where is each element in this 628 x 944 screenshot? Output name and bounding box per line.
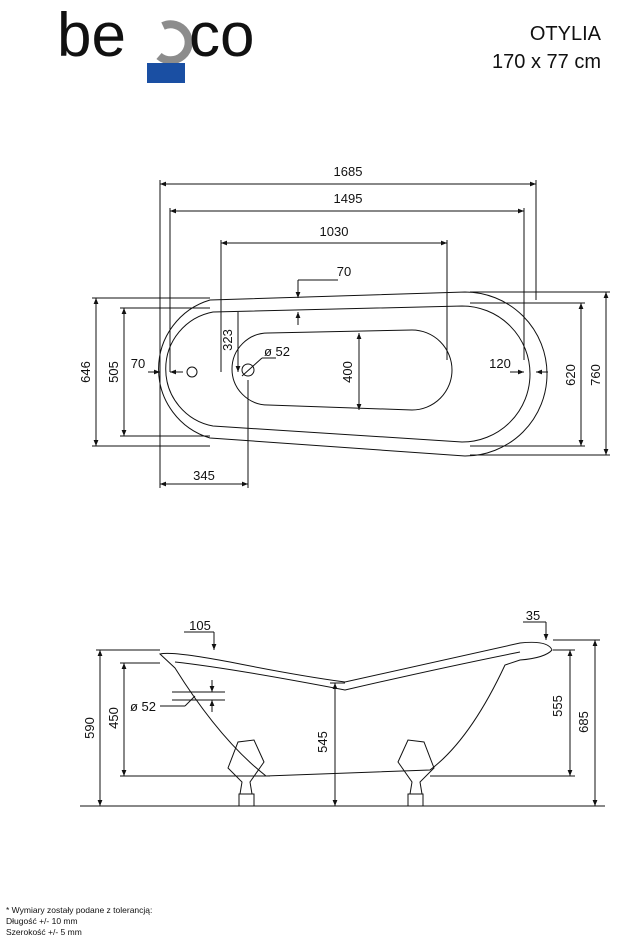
tub-body-side bbox=[158, 641, 553, 777]
foot-left bbox=[227, 739, 265, 795]
dim-height-left-inner: 505 bbox=[106, 361, 121, 383]
foot-left-base bbox=[238, 793, 255, 807]
dim-total-length: 1685 bbox=[334, 164, 363, 179]
overflow-hole bbox=[186, 366, 198, 378]
logo-text-right: co bbox=[189, 1, 254, 70]
dim-rim-left: 105 bbox=[189, 618, 211, 633]
dim-height-left-inner-side: 450 bbox=[106, 707, 121, 729]
logo-swirl bbox=[156, 20, 193, 65]
dim-left-margin: 70 bbox=[131, 356, 145, 371]
dim-right-margin: 120 bbox=[489, 356, 511, 371]
dim-inner-length: 1495 bbox=[334, 191, 363, 206]
dim-rim-top: 70 bbox=[337, 264, 351, 279]
dim-bottom-width: 400 bbox=[340, 361, 355, 383]
dim-drain-offset: 345 bbox=[193, 468, 215, 483]
dim-height-left-total: 590 bbox=[82, 717, 97, 739]
logo-text-left: be bbox=[57, 1, 126, 70]
tub-rim-side bbox=[174, 651, 521, 691]
drain-hole bbox=[241, 363, 255, 377]
product-size: 170 x 77 cm bbox=[492, 51, 601, 73]
note-line: Długość +/- 10 mm bbox=[6, 916, 78, 926]
logo-blue-block bbox=[147, 63, 185, 83]
dim-height-right-inner-side: 555 bbox=[550, 695, 565, 717]
tub-rim-inner bbox=[165, 305, 531, 443]
side-view-labels: 105 35 ø 52 590 450 545 555 685 bbox=[82, 608, 591, 753]
top-view bbox=[92, 180, 610, 488]
tub-bottom bbox=[231, 329, 453, 411]
foot-right-base bbox=[407, 793, 424, 807]
dim-height-left-outer: 646 bbox=[78, 361, 93, 383]
note-line: Szerokość +/- 5 mm bbox=[6, 927, 82, 937]
dim-bottom-length: 1030 bbox=[320, 224, 349, 239]
dim-drain-diameter: ø 52 bbox=[264, 344, 290, 359]
dim-overflow-diameter: ø 52 bbox=[130, 699, 156, 714]
tub-outline-top bbox=[158, 291, 548, 457]
dim-height-right-total: 685 bbox=[576, 711, 591, 733]
product-name: OTYLIA bbox=[529, 23, 601, 45]
dim-inner-depth: 545 bbox=[315, 731, 330, 753]
dim-rim-right: 35 bbox=[526, 608, 540, 623]
logo-mark: be co bbox=[57, 1, 254, 83]
note-line: * Wymiary zostały podane z tolerancją: bbox=[6, 905, 153, 915]
tolerance-notes: * Wymiary zostały podane z tolerancją: D… bbox=[6, 905, 152, 938]
product-title: OTYLIA 170 x 77 cm bbox=[492, 20, 601, 76]
dim-height-right-inner: 620 bbox=[563, 364, 578, 386]
dim-drain-pos: 323 bbox=[220, 329, 235, 351]
foot-right bbox=[397, 739, 435, 795]
side-view bbox=[80, 621, 605, 807]
dim-height-right-outer: 760 bbox=[588, 364, 603, 386]
top-view-labels: 1685 1495 1030 70 70 120 345 ø 52 646 50… bbox=[78, 164, 603, 483]
